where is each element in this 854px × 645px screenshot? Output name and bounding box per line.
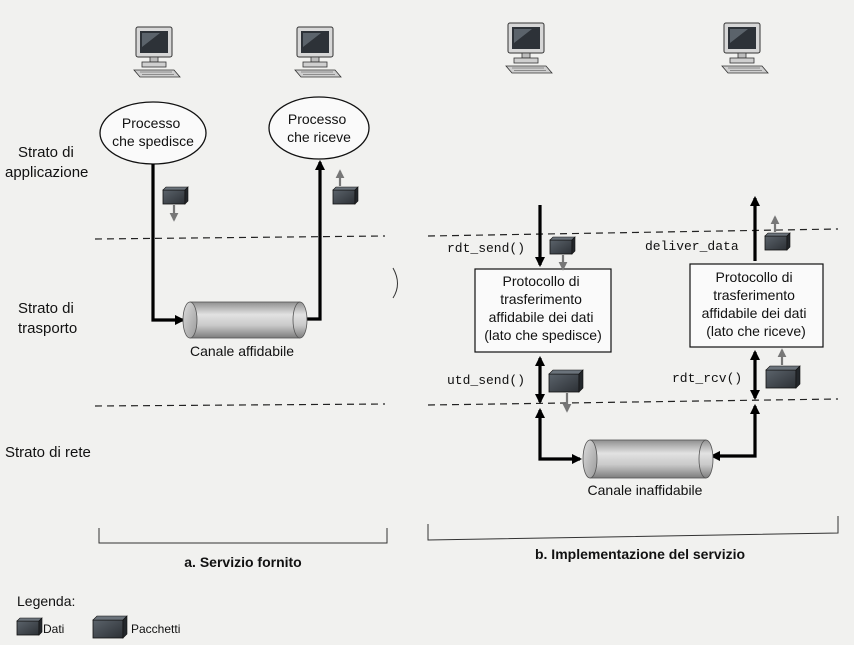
layer-label-application: Strato di applicazione (5, 144, 88, 181)
unreliable-channel-label: Canale inaffidabile (588, 482, 703, 498)
receiver-process-ellipse (268, 96, 370, 160)
reliable-channel-label: Canale affidabile (190, 343, 294, 359)
legend-title: Legenda: (17, 593, 75, 609)
send-flow-arrow (151, 164, 186, 326)
data-block-icon (332, 186, 359, 205)
layer-separator (94, 235, 386, 240)
layer-separator (94, 403, 386, 407)
caption-a: a. Servizio fornito (184, 554, 301, 570)
layer-label-network: Strato di rete (5, 444, 91, 461)
bracket-a (98, 528, 388, 544)
separator-arc (392, 267, 398, 299)
rdt-send-label: rdt_send() (447, 241, 525, 256)
receive-flow-arrow (303, 159, 326, 321)
computer-icon (505, 22, 553, 74)
sender-protocol-label: Protocollo di trasferimento affidabile d… (484, 273, 602, 343)
packet-block-icon (548, 369, 584, 393)
computer-icon (294, 26, 342, 78)
deliver-data-label: deliver_data (645, 239, 739, 254)
layer-label-transport: Strato di trasporto (18, 300, 78, 337)
legend-packet-icon (92, 615, 128, 639)
layer-separator (427, 228, 839, 237)
sender-channel-arrow (534, 407, 583, 465)
data-block-icon (162, 186, 189, 205)
reliable-channel-pipe (182, 301, 308, 339)
data-block-icon (764, 232, 791, 251)
legend-data-icon (16, 617, 43, 636)
legend-packet-label: Pacchetti (131, 622, 180, 636)
bracket-b (427, 516, 839, 541)
receiver-channel-arrow (709, 403, 761, 462)
unreliable-channel-pipe (582, 439, 714, 479)
computer-icon (721, 22, 769, 74)
caption-b: b. Implementazione del servizio (535, 546, 745, 562)
sender-process-label: Processo che spedisce (112, 115, 194, 149)
sender-protocol-box (474, 268, 612, 353)
data-block-icon (549, 236, 576, 255)
receiver-process-label: Processo che riceve (287, 111, 351, 145)
udt-send-label: utd_send() (447, 373, 525, 388)
layer-separator (427, 398, 839, 406)
receiver-protocol-box (689, 263, 824, 348)
packet-block-icon (765, 365, 801, 389)
legend-data-label: Dati (43, 622, 64, 636)
computer-icon (133, 26, 181, 78)
receiver-protocol-label: Protocollo di trasferimento affidabile d… (702, 269, 811, 339)
rdt-rcv-label: rdt_rcv() (672, 371, 742, 386)
